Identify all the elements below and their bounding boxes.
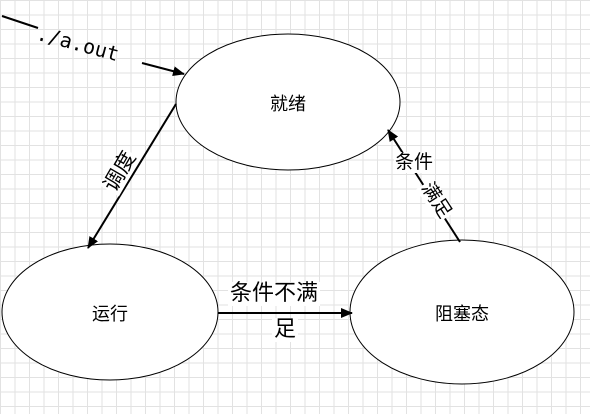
cond-not-met-label-line2: 足 xyxy=(272,317,299,343)
schedule-arrow-line xyxy=(87,103,177,249)
start-arrow-tail xyxy=(141,62,185,77)
ready-state-ellipse xyxy=(175,33,401,171)
blocked-state-label: 阻塞态 xyxy=(435,304,489,325)
cond-not-met-label-line1: 条件不满 xyxy=(228,281,321,307)
cond-met-label-line1: 条件 xyxy=(394,151,435,173)
ready-state-label: 就绪 xyxy=(270,94,306,115)
start-arrow-line xyxy=(1,15,39,29)
running-state-label: 运行 xyxy=(92,304,128,325)
